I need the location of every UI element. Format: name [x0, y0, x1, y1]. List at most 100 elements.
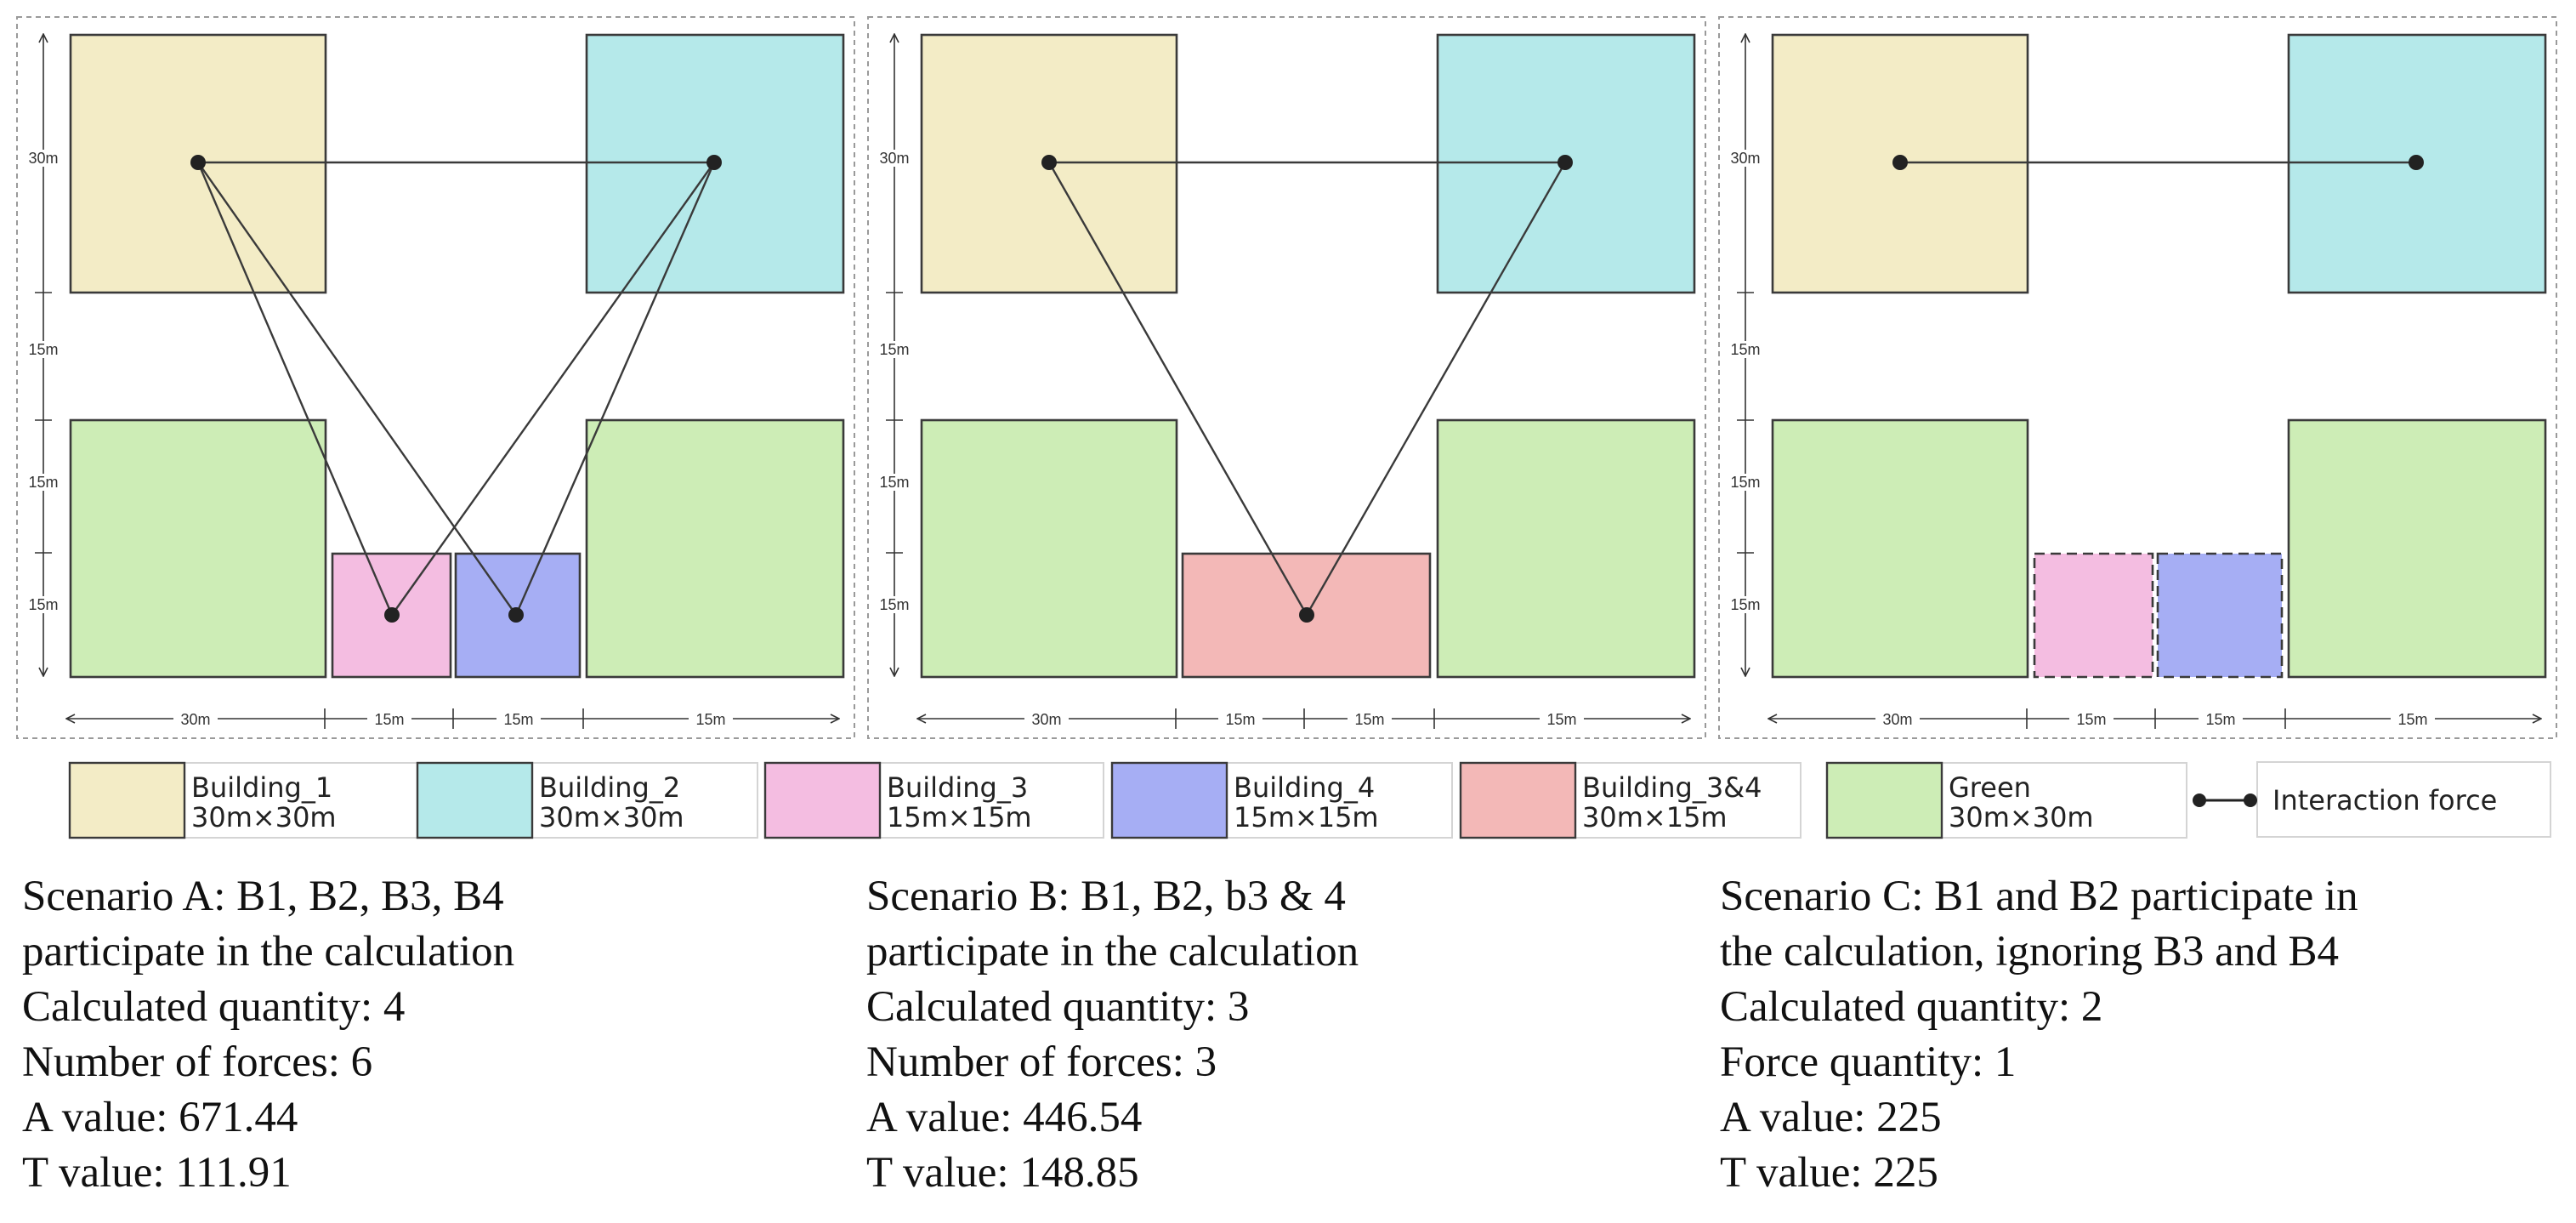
building-3-4-center: [1299, 607, 1314, 623]
scenario-c-line-1: Scenario C: B1 and B2 participate in: [1720, 873, 2358, 920]
green-right: [2287, 418, 2547, 679]
dimension-label-bg: [26, 150, 61, 167]
scenario-b-line-5: A value: 446.54: [866, 1094, 1143, 1141]
scenario-c-line-3: Calculated quantity: 2: [1720, 983, 2103, 1031]
force-b2-b4: [514, 162, 716, 616]
dimension-label-bg: [1728, 341, 1763, 358]
dimension-label-bg: [173, 710, 218, 727]
green-right: [1436, 418, 1696, 679]
legend-title: Building_3: [887, 771, 1028, 804]
building-2-center: [706, 155, 722, 170]
dimension-label-bg: [496, 710, 541, 727]
dimension-label-bg: [1218, 710, 1262, 727]
scenario-b-line-2: participate in the calculation: [866, 928, 1359, 976]
dimension-label-bg: [689, 710, 733, 727]
force-b1-b3: [196, 162, 394, 616]
scenario-b-line-6: T value: 148.85: [866, 1149, 1139, 1197]
vertical-dimension-label: 15m: [28, 341, 58, 358]
horizontal-dimension-label: 15m: [2397, 711, 2427, 728]
horizontal-dimension-label: 15m: [374, 711, 404, 728]
scenario-a-line-5: A value: 671.44: [22, 1094, 298, 1141]
legend-size: 30m×15m: [1582, 801, 1728, 833]
dimension-label-bg: [1348, 710, 1392, 727]
horizontal-dimension-label: 30m: [1882, 711, 1912, 728]
legend-swatch: [68, 761, 186, 839]
building-1-center: [1041, 155, 1057, 170]
legend-size: 15m×15m: [887, 801, 1032, 833]
horizontal-dimension-label: 15m: [503, 711, 533, 728]
legend-item-interaction-force: Interaction force: [2193, 761, 2551, 838]
vertical-dimension-label: 30m: [28, 150, 58, 167]
dimension-label-bg: [2391, 710, 2435, 727]
legend-swatch: [416, 761, 534, 839]
vertical-dimension-label: 15m: [879, 596, 909, 613]
horizontal-dimension-label: 15m: [1354, 711, 1384, 728]
legend-title: Building_4: [1234, 771, 1375, 804]
panel-frame: [1718, 16, 2557, 739]
scenario-b-description: Scenario B: B1, B2, b3 & 4 participate i…: [866, 869, 1359, 1201]
green-left: [69, 418, 327, 679]
legend-size: 30m×30m: [1949, 801, 2094, 833]
vertical-dimension-label: 15m: [28, 474, 58, 491]
legend-box: [2256, 761, 2551, 838]
building-1-center: [190, 155, 206, 170]
scenario-a-line-2: participate in the calculation: [22, 928, 515, 976]
legend-swatch: [1110, 761, 1228, 839]
legend-label: Interaction force: [2272, 784, 2497, 816]
scenario-a-line-6: T value: 111.91: [22, 1149, 292, 1197]
legend-title: Building_1: [191, 771, 332, 804]
scenario-c-line-4: Force quantity: 1: [1720, 1038, 2017, 1086]
legend-size: 15m×15m: [1234, 801, 1379, 833]
building-4-center: [508, 607, 524, 623]
panel-frame: [867, 16, 1706, 739]
green-right: [585, 418, 845, 679]
dimension-label-bg: [1728, 150, 1763, 167]
vertical-dimension-label: 15m: [1730, 596, 1760, 613]
dimension-label-bg: [877, 596, 912, 613]
scenario-c-line-6: T value: 225: [1720, 1149, 1938, 1197]
vertical-dimension-label: 15m: [879, 474, 909, 491]
interaction-force-dot-icon: [2193, 794, 2206, 807]
scenario-a-line-3: Calculated quantity: 4: [22, 983, 406, 1031]
building-2-center: [2409, 155, 2424, 170]
building-4-ignored: [2156, 552, 2284, 679]
dimension-label-bg: [367, 710, 411, 727]
horizontal-dimension-label: 15m: [1225, 711, 1255, 728]
green-left: [920, 418, 1178, 679]
force-b2-b3: [391, 162, 715, 616]
interaction-force-dot-icon: [2244, 794, 2257, 807]
horizontal-dimension-label: 15m: [1546, 711, 1576, 728]
force-b1-b4: [197, 162, 517, 616]
legend-swatch: [1825, 761, 1943, 839]
vertical-dimension-label: 30m: [1730, 150, 1760, 167]
vertical-dimension-label: 15m: [28, 596, 58, 613]
building-3-ignored: [2033, 552, 2154, 679]
scenario-c-description: Scenario C: B1 and B2 participate in the…: [1720, 869, 2358, 1201]
dimension-label-bg: [26, 474, 61, 491]
building-2: [585, 33, 845, 294]
vertical-dimension-label: 15m: [1730, 341, 1760, 358]
scenario-a-description: Scenario A: B1, B2, B3, B4 participate i…: [22, 869, 514, 1201]
building-2-center: [1558, 155, 1573, 170]
dimension-label-bg: [1728, 596, 1763, 613]
scenario-b-line-1: Scenario B: B1, B2, b3 & 4: [866, 873, 1346, 920]
building-3-center: [384, 607, 400, 623]
vertical-dimension-label: 15m: [879, 341, 909, 358]
building-1-center: [1892, 155, 1908, 170]
scenario-c-line-2: the calculation, ignoring B3 and B4: [1720, 928, 2340, 976]
legend-size: 30m×30m: [539, 801, 684, 833]
dimension-label-bg: [26, 596, 61, 613]
scenario-c-line-5: A value: 225: [1720, 1094, 1942, 1141]
scenario-a-line-1: Scenario A: B1, B2, B3, B4: [22, 873, 504, 920]
horizontal-dimension-label: 15m: [2076, 711, 2106, 728]
vertical-dimension-label: 30m: [879, 150, 909, 167]
scenario-diagram: 30m 15m 15m 15m 30m 15m 15m 15m 30m 15m 15m 15m 30m 1…: [16, 16, 2557, 839]
scenario-b-line-4: Number of forces: 3: [866, 1038, 1217, 1086]
horizontal-dimension-label: 15m: [2205, 711, 2235, 728]
